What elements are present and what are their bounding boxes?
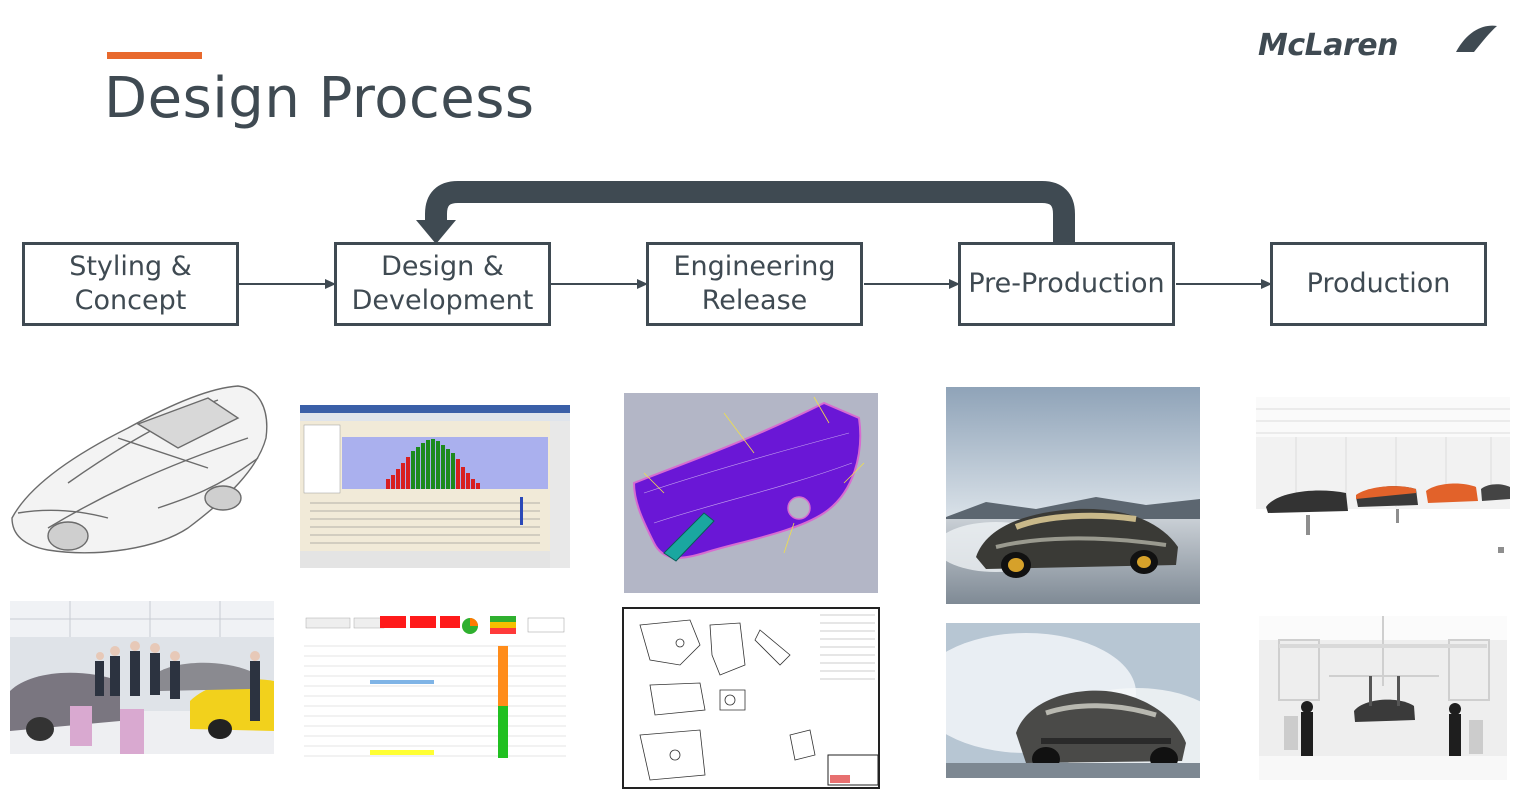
- step-styling-concept: Styling & Concept: [22, 242, 239, 326]
- step-design-development: Design & Development: [334, 242, 551, 326]
- assembly-station-workers: [1259, 616, 1507, 780]
- design-review-showroom-photo: [10, 601, 274, 754]
- spreadsheet-status-report: [300, 612, 570, 764]
- process-connectors: [239, 181, 1272, 289]
- mclaren-logo: McLaren: [1258, 24, 1498, 70]
- step-pre-production: Pre-Production: [958, 242, 1175, 326]
- logo-wordmark: McLaren: [1258, 28, 1399, 63]
- camouflaged-prototype-on-ice: [946, 387, 1200, 604]
- title-accent-bar: [107, 52, 202, 59]
- step-production: Production: [1270, 242, 1487, 326]
- feedback-loop-arrow: [416, 181, 1075, 262]
- prototype-drifting-snow: [946, 623, 1200, 778]
- production-line-hall: [1256, 397, 1510, 566]
- flow-arrow: [239, 279, 1272, 289]
- purple-cad-part-model: [624, 393, 878, 593]
- logo-swoosh-icon: [1456, 25, 1497, 52]
- car-wireframe-sketch: [8, 378, 271, 566]
- page-title: Design Process: [104, 66, 535, 131]
- engineering-drawing-sheet: [620, 605, 882, 791]
- step-engineering-release: Engineering Release: [646, 242, 863, 326]
- tolerance-histogram-screenshot: [300, 405, 570, 568]
